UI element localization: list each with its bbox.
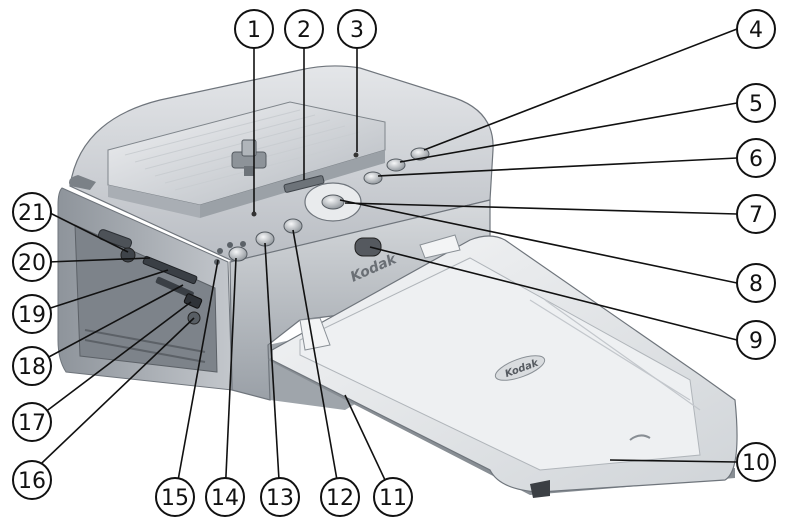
- dock-lid-side: [108, 185, 200, 218]
- callout-14: 14: [205, 477, 245, 517]
- callout-6: 6: [736, 138, 776, 178]
- callout-15-label: 15: [161, 486, 189, 511]
- lcd-slot: [283, 175, 325, 193]
- callout-21: 21: [12, 192, 52, 232]
- dc-in-port: [97, 229, 133, 249]
- tray-front-clip: [530, 480, 550, 498]
- callout-1-label: 1: [247, 18, 261, 43]
- callout-18-label: 18: [18, 355, 46, 380]
- callout-11-label: 11: [379, 486, 407, 511]
- callout-10: 10: [736, 442, 776, 482]
- callout-3: 3: [337, 9, 377, 49]
- sd-card-slot: [155, 276, 194, 299]
- callout-12: 12: [320, 477, 360, 517]
- rear-edge: [69, 175, 96, 190]
- leader-lines: [23, 28, 738, 498]
- power-button[interactable]: [228, 246, 248, 262]
- callout-20: 20: [12, 242, 52, 282]
- callout-11: 11: [373, 477, 413, 517]
- callout-13: 13: [260, 477, 300, 517]
- callout-2-label: 2: [297, 18, 311, 43]
- callout-1: 1: [234, 9, 274, 49]
- ok-button[interactable]: [321, 194, 345, 210]
- callouts: 1 2 3 4 5 6 7 8: [12, 9, 776, 517]
- callout-21-label: 21: [18, 201, 46, 226]
- callout-14-label: 14: [211, 486, 239, 511]
- callout-10-label: 10: [742, 451, 770, 476]
- status-light-b: [227, 242, 233, 248]
- callout-19-label: 19: [18, 303, 46, 328]
- callout-7-label: 7: [749, 203, 763, 228]
- callout-16: 16: [12, 460, 52, 500]
- callout-3-label: 3: [350, 18, 364, 43]
- callout-9: 9: [736, 320, 776, 360]
- callout-9-label: 9: [749, 329, 763, 354]
- tray-handle[interactable]: [629, 434, 651, 441]
- callout-16-label: 16: [18, 469, 46, 494]
- callout-15: 15: [155, 477, 195, 517]
- control-panel: [214, 147, 430, 265]
- callout-4-label: 4: [749, 18, 763, 43]
- indicator-light-3: [353, 152, 359, 158]
- callout-18: 18: [12, 346, 52, 386]
- status-light-c: [240, 241, 246, 247]
- callout-17: 17: [12, 402, 52, 442]
- tray-paper-area: [299, 257, 701, 471]
- callout-19: 19: [12, 294, 52, 334]
- paper-tray: Kodak: [268, 234, 738, 498]
- callout-8-label: 8: [749, 272, 763, 297]
- callout-13-label: 13: [266, 486, 294, 511]
- usb-port: [183, 293, 203, 309]
- indicator-light-1: [251, 211, 257, 217]
- dock-connector: [231, 139, 267, 176]
- callout-5: 5: [736, 83, 776, 123]
- callout-4: 4: [736, 9, 776, 49]
- callout-12-label: 12: [326, 486, 354, 511]
- callout-6-label: 6: [749, 147, 763, 172]
- connector-ridges: [84, 329, 206, 353]
- callout-17-label: 17: [18, 411, 46, 436]
- button-6[interactable]: [363, 171, 383, 185]
- callout-7: 7: [736, 194, 776, 234]
- paper-exit-slot: [354, 237, 382, 257]
- callout-20-label: 20: [18, 251, 46, 276]
- callout-2: 2: [284, 9, 324, 49]
- callout-5-label: 5: [749, 92, 763, 117]
- status-light-a: [217, 248, 223, 254]
- callout-8: 8: [736, 263, 776, 303]
- kodak-tray-badge: [494, 355, 546, 381]
- memory-card-slot: [142, 255, 198, 285]
